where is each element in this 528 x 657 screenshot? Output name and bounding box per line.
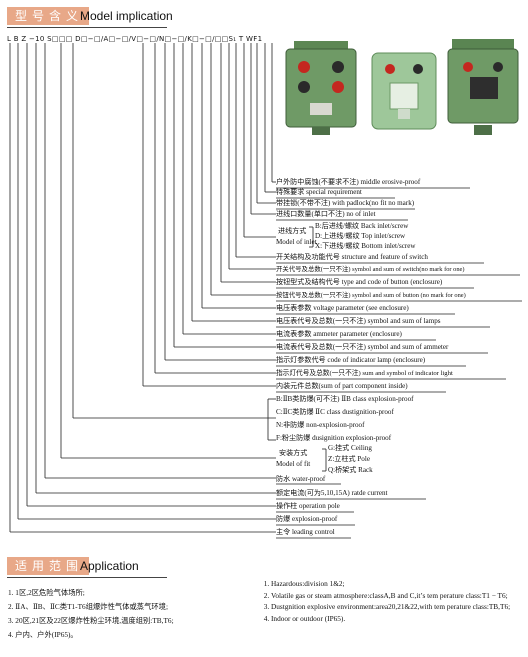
explosion-box-1 <box>285 41 357 135</box>
label-voltmeter-sum: 电压表代号及总数(一只不注) symbol and sum of lamps <box>276 317 441 325</box>
application-section-title: Application <box>80 559 139 573</box>
inlet-option-top: D:上进线/螺纹 Top inlet/screw <box>315 232 406 240</box>
label-switch-structure: 开关结构及功能代号 structure and feature of switc… <box>276 253 428 261</box>
inlet-label-cn: 进线方式 <box>278 227 307 235</box>
inlet-label-en: Model of inlet <box>276 238 317 246</box>
model-section-rule <box>7 27 167 28</box>
application-en-item: Volatile gas or steam atmosphere:classA,… <box>271 590 523 602</box>
class-iic: C:ⅡC类防爆 ⅡC class dustignition-proof <box>276 408 394 416</box>
application-list-cn: 1. 1区,2区危险气体场所; 2. ⅡA、ⅡB、ⅡC类T1-T6组爆炸性气体或… <box>8 586 174 642</box>
class-non-explosion: N:非防爆 non-explosion-proof <box>276 421 365 429</box>
application-cn-item: 1. 1区,2区危险气体场所; <box>8 588 85 597</box>
application-cn-item: 2. ⅡA、ⅡB、ⅡC类T1-T6组爆炸性气体或蒸气环境; <box>8 602 169 611</box>
label-lamp-sum: 指示灯代号及总数(一只不注) sum and symbol of indicat… <box>276 370 453 377</box>
model-section-title: Model implication <box>80 9 173 23</box>
label-water-proof: 防水 water-proof <box>276 475 326 483</box>
label-voltage-parameter: 电压表参数 voltage parameter (see enclosure) <box>276 304 409 312</box>
application-section-rule <box>7 577 167 578</box>
application-cn-item: 4. 户内、户外(IP65)。 <box>8 630 78 639</box>
application-section-tag: 适用范围 <box>7 557 90 575</box>
fit-label-en: Model of fit <box>276 460 311 468</box>
label-padlock: 带挂锁(不带不注) with padlock(no fit no mark) <box>276 199 415 207</box>
label-operation-pole: 操作柱 operation pole <box>276 502 340 510</box>
application-en-item: Indoor or outdoor (IP65). <box>271 613 523 625</box>
application-en-item: Hazardous:division 1&2; <box>271 578 523 590</box>
model-section-tag: 型号含义 <box>7 7 90 25</box>
inlet-option-back: B:后进线/螺纹 Back inlet/screw <box>315 222 409 230</box>
inlet-option-bottom: X:下进线/螺纹 Bottom inlet/screw <box>315 242 416 250</box>
fit-option-pole: Z:立柱式 Pole <box>328 455 370 463</box>
fit-option-rack: Q:桥架式 Rack <box>328 466 373 474</box>
label-inlet-count: 进线口数量(单口不注) no of inlet <box>276 210 376 218</box>
explosion-box-3 <box>447 39 519 135</box>
label-component-sum: 内装元件总数(sum of part component inside) <box>276 382 408 390</box>
label-ammeter-parameter: 电流表参数 ammeter parameter (enclosure) <box>276 330 402 338</box>
application-cn-item: 3. 20区,21区及22区爆炸性粉尘环境,温度组别:TB,T6; <box>8 616 174 625</box>
label-special-requirement: 特殊要求 special requirement <box>276 188 362 196</box>
application-list-en: Hazardous:division 1&2; Volatile gas or … <box>257 578 523 624</box>
label-button-sum: 按钮代号及总数(一只不注) symbol and sum of button (… <box>276 292 466 299</box>
label-leading-control: 主令 leading control <box>276 528 335 536</box>
class-dust: F:粉尘防爆 dusignition explosion-proof <box>276 434 392 442</box>
label-explosion-proof: 防爆 explosion-proof <box>276 515 338 523</box>
label-lamp-code: 指示灯参数代号 code of indicator lamp (enclosur… <box>276 356 426 364</box>
label-ammeter-sum: 电流表代号及总数(一只不注) symbol and sum of ammeter <box>276 343 449 351</box>
diagram-lines <box>9 43 522 539</box>
label-middle-erosive: 户外防中腐蚀(不要求不注) middle erosive-proof <box>276 178 421 186</box>
label-switch-sum: 开关代号及总数(一只不注) symbol and sum of switch(n… <box>276 266 465 273</box>
fit-option-ceiling: G:挂式 Ceiling <box>328 444 372 452</box>
application-en-item: Dustgnition explosive environment:area20… <box>271 601 523 613</box>
label-button-type: 按钮型式及结构代号 type and code of button (enclo… <box>276 278 443 286</box>
class-iib: B:ⅡB类防爆(可不注) ⅡB class explosion-proof <box>276 395 414 403</box>
fit-label-cn: 安装方式 <box>279 449 308 457</box>
explosion-box-2 <box>371 52 437 130</box>
model-code: L B Z −10 S□□□ D□−□/A□−□/V□−□/N□−□/K□−□/… <box>7 35 263 43</box>
label-rated-current: 额定电流(可为5,10,15A) ratde current <box>276 489 388 497</box>
